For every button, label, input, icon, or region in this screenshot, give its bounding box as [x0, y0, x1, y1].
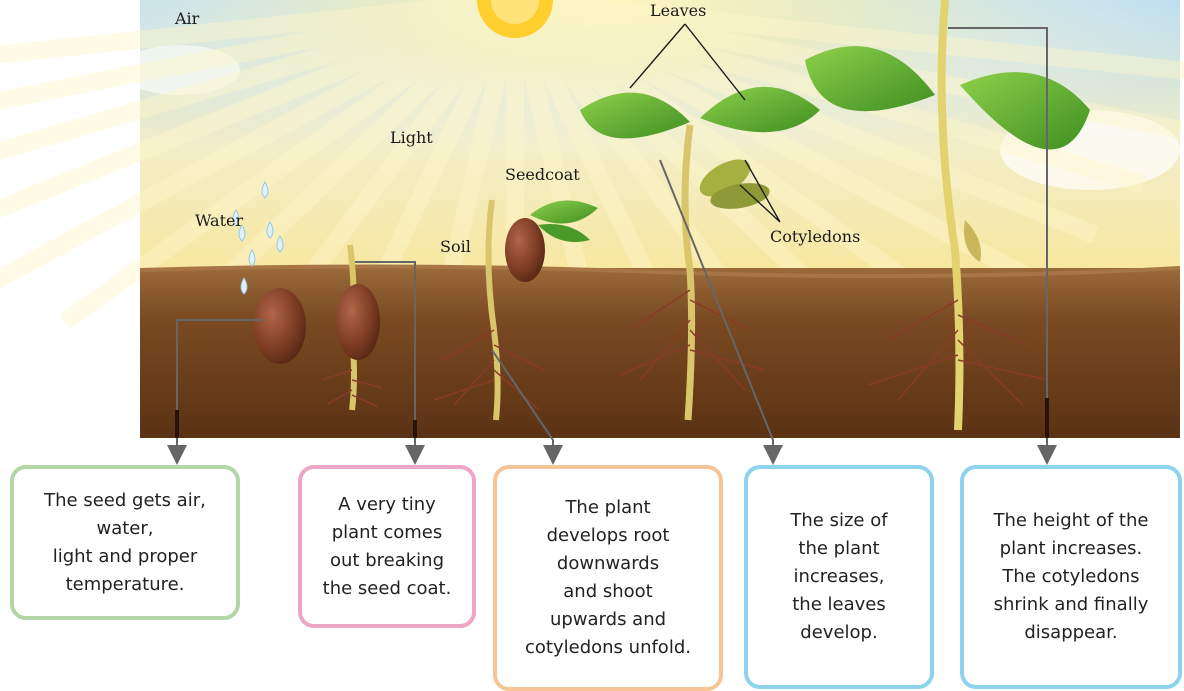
label-cotyledons: Cotyledons [770, 227, 860, 246]
label-soil: Soil [440, 237, 471, 256]
stage-box-1: The seed gets air, water, light and prop… [10, 465, 240, 620]
seed [254, 288, 306, 364]
label-light: Light [390, 128, 433, 147]
label-leaves: Leaves [650, 1, 706, 20]
seed [505, 218, 545, 282]
seed [336, 284, 380, 360]
stage-box-3: The plant develops root downwards and sh… [493, 465, 723, 691]
stage-box-2: A very tiny plant comes out breaking the… [298, 465, 476, 628]
stage-box-5: The height of the plant increases. The c… [960, 465, 1182, 689]
label-seedcoat: Seedcoat [505, 165, 580, 184]
label-water: Water [195, 211, 243, 230]
stage-box-4: The size of the plant increases, the lea… [744, 465, 934, 689]
label-air: Air [174, 9, 200, 28]
